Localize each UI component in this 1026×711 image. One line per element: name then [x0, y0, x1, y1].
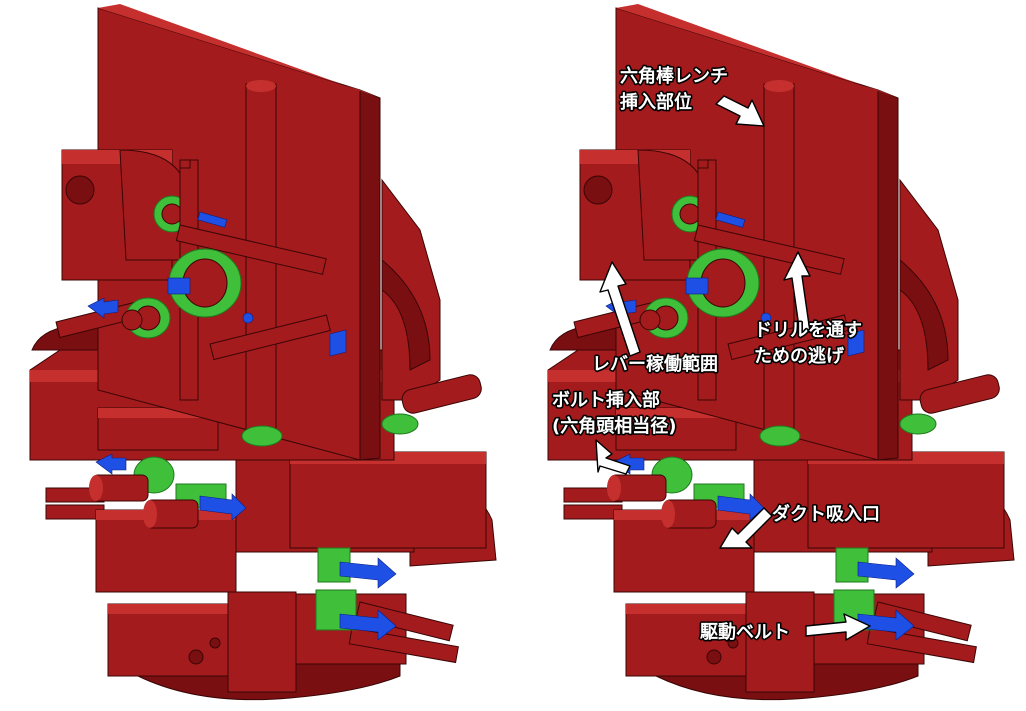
label-duct: ダクト吸入口	[772, 503, 880, 525]
machine-view-plain	[29, 3, 497, 701]
arrow-hex-rod	[715, 95, 765, 127]
label-lever: レバー稼働範囲	[592, 353, 718, 375]
label-drill: ドリルを通す ための逃げ	[754, 320, 868, 367]
annotation-labels: 六角棒レンチ 挿入部位 ドリルを通す ための逃げ レバー稼働範囲 ボルト挿入部 …	[550, 63, 881, 644]
label-bolt-line2: (六角頭相当径)	[552, 415, 676, 437]
arrow-bolt	[595, 439, 631, 475]
label-hex-rod-line2: 挿入部位	[620, 91, 692, 113]
label-belt-line1: 駆動ベルト	[700, 621, 790, 643]
label-duct-line1: ダクト吸入口	[772, 503, 880, 525]
label-bolt: ボルト挿入部 (六角頭相当径)	[552, 389, 676, 437]
label-hex-rod: 六角棒レンチ 挿入部位	[620, 65, 734, 113]
label-hex-rod-line1: 六角棒レンチ	[620, 65, 728, 87]
arrow-lever	[599, 261, 641, 357]
label-bolt-line1: ボルト挿入部	[552, 389, 660, 411]
arrow-belt	[805, 613, 871, 641]
arrow-duct	[719, 507, 773, 549]
label-drill-line2: ための逃げ	[754, 345, 845, 367]
label-drill-line1: ドリルを通す	[754, 320, 862, 341]
arrow-drill	[783, 251, 811, 335]
label-belt: 駆動ベルト	[700, 621, 790, 643]
annotation-arrows	[595, 95, 871, 641]
label-lever-line1: レバー稼働範囲	[592, 353, 718, 375]
